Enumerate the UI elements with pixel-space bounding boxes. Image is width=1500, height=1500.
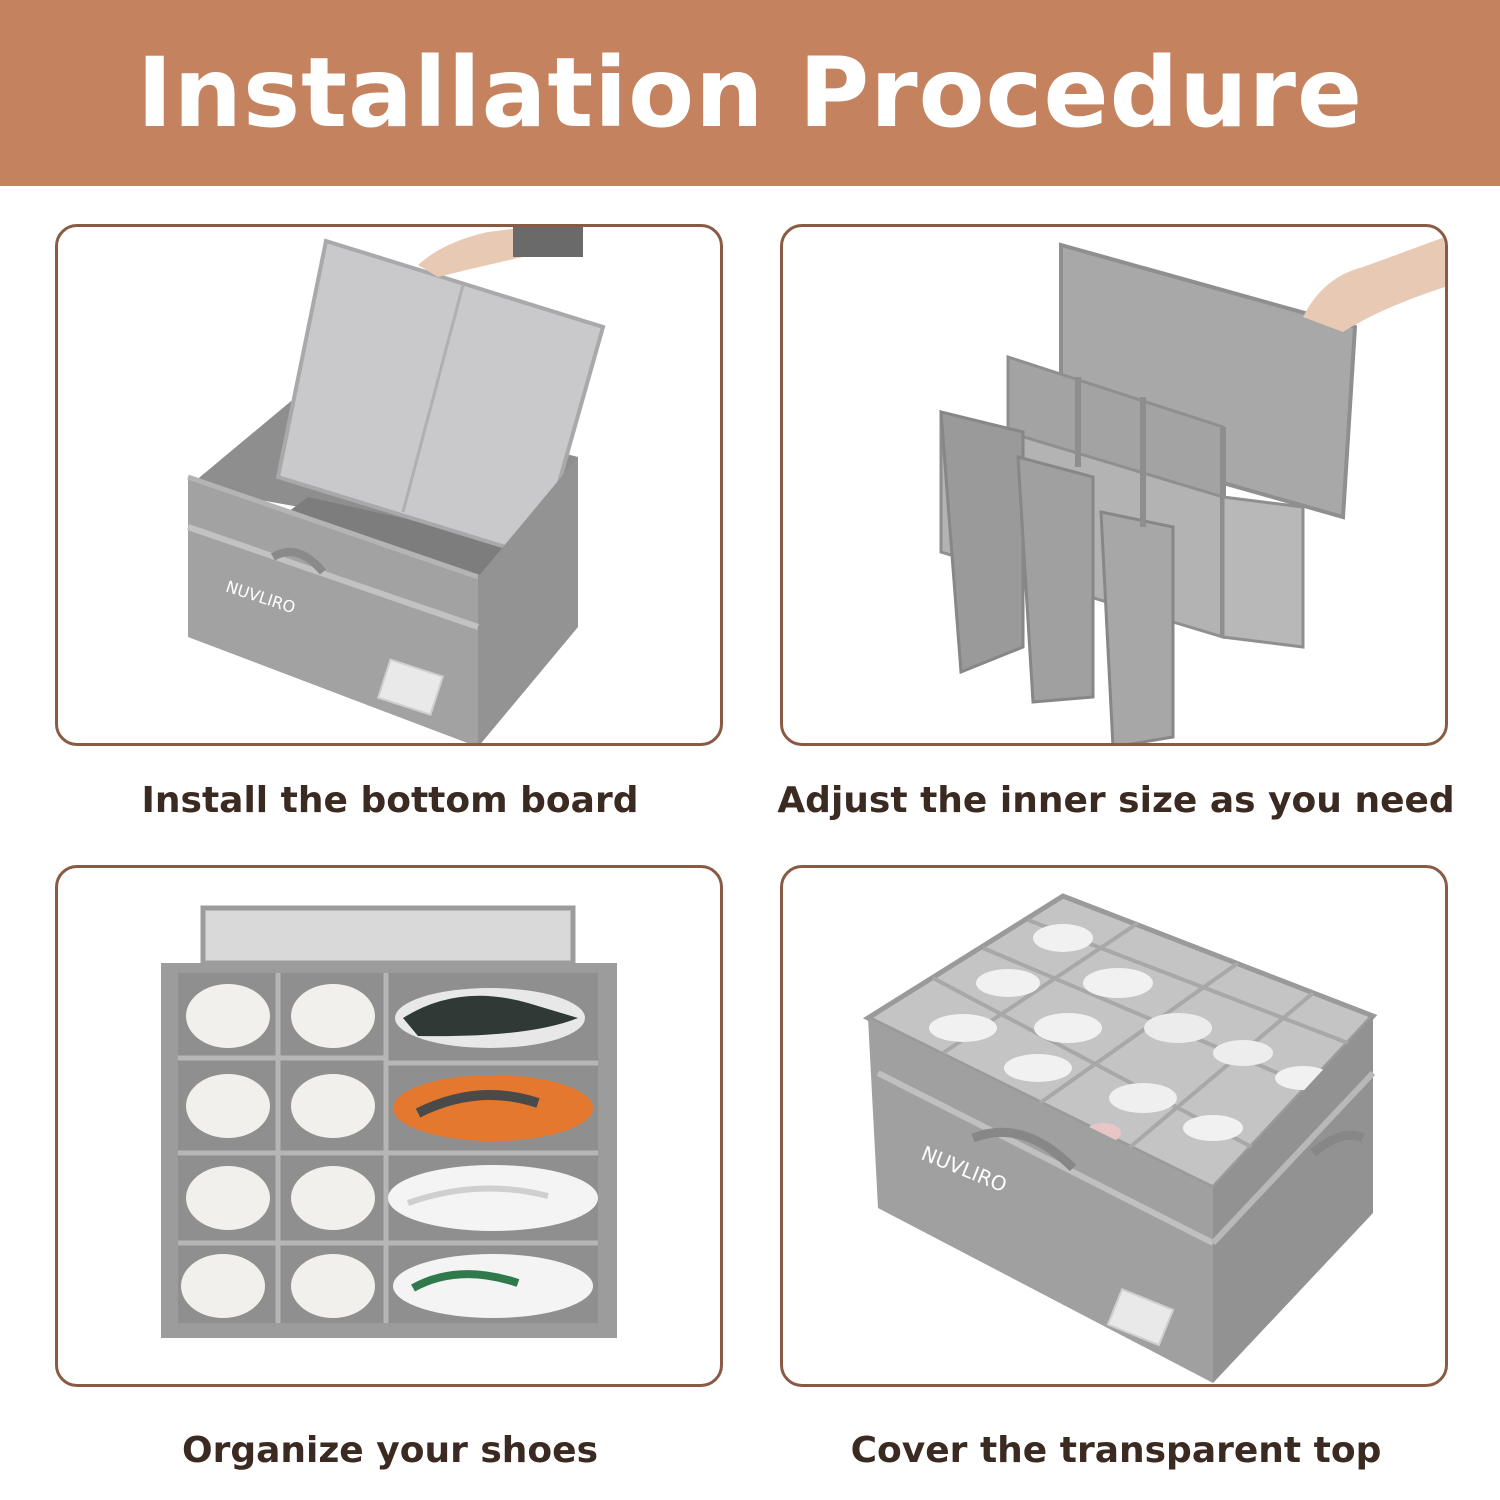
- header-banner: [0, 0, 1500, 186]
- step-2-caption: Adjust the inner size as you need: [777, 780, 1455, 821]
- step-3-image: [161, 905, 617, 1338]
- step-4-caption: Cover the transparent top: [850, 1430, 1382, 1471]
- step-1-image: NUVLIRO: [187, 227, 606, 743]
- step-4-panel: NUVLIRO: [780, 865, 1448, 1387]
- step-1-caption: Install the bottom board: [141, 780, 639, 821]
- step-2-image: [939, 237, 1445, 743]
- step-4-image: NUVLIRO: [862, 893, 1378, 1383]
- page-title: Installation Procedure: [136, 37, 1364, 149]
- step-3-panel: [55, 865, 723, 1387]
- step-1-panel: NUVLIRO: [55, 224, 723, 746]
- step-3-caption: Organize your shoes: [181, 1430, 599, 1471]
- step-2-panel: [780, 224, 1448, 746]
